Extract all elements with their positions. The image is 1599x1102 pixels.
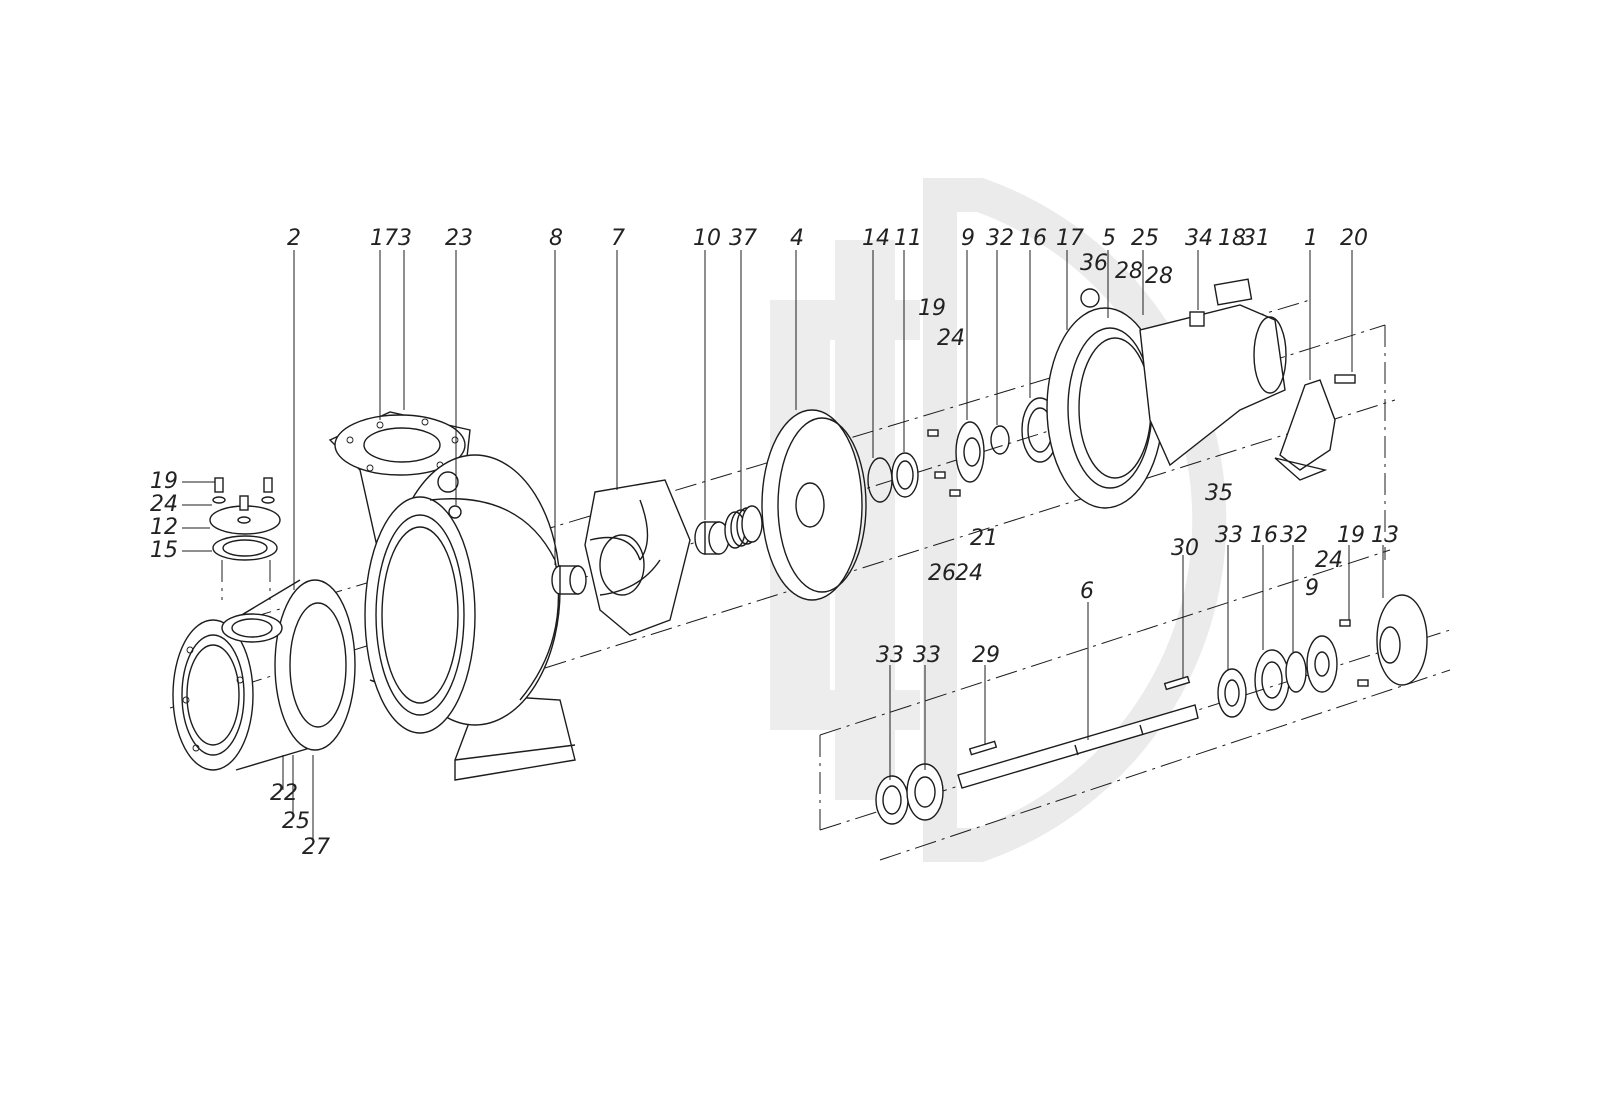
cover-plate-part-12 xyxy=(209,477,281,561)
label-part-19-right: 19 xyxy=(1337,523,1365,548)
bearings-part-33 xyxy=(875,668,1247,825)
impeller-nut-part-8 xyxy=(551,565,587,595)
label-part-19-left: 19 xyxy=(150,469,178,494)
label-part-16-low: 16 xyxy=(1250,523,1278,548)
end-cover-group-part-13 xyxy=(1254,594,1428,711)
label-part-26: 26 xyxy=(928,561,956,586)
casing-cover-part-4 xyxy=(761,409,867,601)
impeller-part-7 xyxy=(584,479,691,636)
label-part-33-b: 33 xyxy=(913,643,941,668)
label-part-5: 5 xyxy=(1102,226,1116,251)
label-part-24-low: 24 xyxy=(955,561,983,586)
label-part-30: 30 xyxy=(1171,536,1199,561)
bearing-bracket-part-5 xyxy=(1046,278,1287,509)
label-part-12: 12 xyxy=(150,515,178,540)
label-part-29: 29 xyxy=(972,643,1000,668)
label-part-34: 34 xyxy=(1185,226,1213,251)
label-part-10: 10 xyxy=(693,226,721,251)
shaft-part-6 xyxy=(957,675,1199,789)
label-part-2: 2 xyxy=(287,226,301,251)
label-part-32-low: 32 xyxy=(1280,523,1308,548)
label-part-17-right: 17 xyxy=(1056,226,1084,251)
label-part-21: 21 xyxy=(970,526,998,551)
leader-lines xyxy=(182,250,1384,840)
label-part-16: 16 xyxy=(1019,226,1047,251)
label-part-13: 13 xyxy=(1371,523,1399,548)
shaft-sleeve-part-10 xyxy=(694,521,730,555)
label-part-18: 18 xyxy=(1218,226,1246,251)
label-part-24-right: 24 xyxy=(1315,548,1343,573)
label-part-14: 14 xyxy=(862,226,890,251)
label-part-28: 28 xyxy=(1115,259,1143,284)
label-part-33-c: 33 xyxy=(1215,523,1243,548)
label-part-19-mid: 19 xyxy=(918,296,946,321)
label-part-33-a: 33 xyxy=(876,643,904,668)
label-part-35: 35 xyxy=(1205,481,1233,506)
label-part-25-low: 25 xyxy=(282,809,310,834)
label-part-1: 1 xyxy=(1304,226,1318,251)
seal-rings-group xyxy=(867,397,1059,503)
label-part-23: 23 xyxy=(445,226,473,251)
label-part-24-mid: 24 xyxy=(937,326,965,351)
label-part-6: 6 xyxy=(1080,579,1094,604)
support-foot-part-1 xyxy=(1274,374,1356,481)
label-part-36: 36 xyxy=(1080,251,1108,276)
label-part-20: 20 xyxy=(1340,226,1368,251)
label-part-31: 31 xyxy=(1242,226,1270,251)
label-part-22: 22 xyxy=(270,781,298,806)
label-part-4: 4 xyxy=(790,226,804,251)
label-part-9-low: 9 xyxy=(1305,576,1319,601)
label-part-7: 7 xyxy=(611,226,625,251)
label-part-25: 25 xyxy=(1131,226,1159,251)
label-part-17: 17 xyxy=(370,226,398,251)
label-part-9: 9 xyxy=(961,226,975,251)
label-part-37: 37 xyxy=(729,226,757,251)
pump-casing-part-3 xyxy=(328,411,576,781)
part-number-labels: 2 17 3 23 8 7 10 37 4 14 11 9 32 16 17 5… xyxy=(150,226,1399,860)
label-part-11: 11 xyxy=(894,226,922,251)
label-part-3: 3 xyxy=(398,226,412,251)
label-part-27: 27 xyxy=(302,835,330,860)
label-part-8: 8 xyxy=(549,226,563,251)
label-part-15: 15 xyxy=(150,538,178,563)
suction-pipe-part-2 xyxy=(172,579,356,771)
label-part-28-b: 28 xyxy=(1145,264,1173,289)
label-part-32: 32 xyxy=(986,226,1014,251)
mechanical-seal-part-37 xyxy=(724,505,763,549)
label-part-24-left: 24 xyxy=(150,492,178,517)
